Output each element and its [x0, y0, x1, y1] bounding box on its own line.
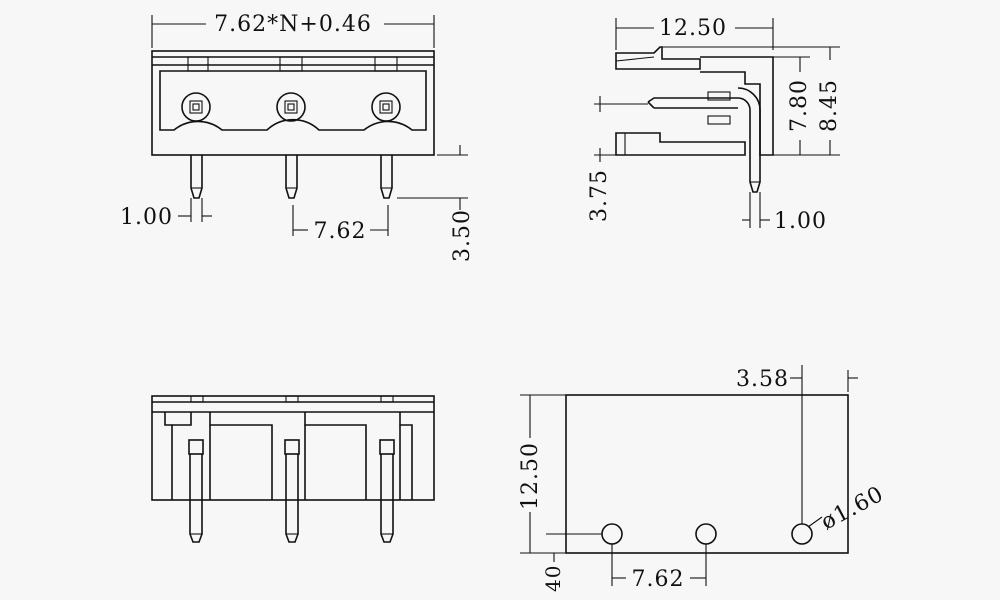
front-latch-3 [374, 56, 398, 72]
front-pin-width-label: 1.00 [120, 205, 173, 230]
front-latch-1 [187, 56, 209, 72]
side-pin-offset-label: 3.75 [587, 169, 612, 222]
side-top-latch [615, 46, 701, 70]
pcb-depth-label: 12.50 [518, 442, 543, 510]
front-latch-2 [279, 56, 303, 72]
top-cell-wall-3 [399, 412, 413, 500]
top-pin-2 [284, 439, 300, 543]
pcb-footprint-view: 3.58 12.50 ø1.60 7.62 40 [518, 365, 888, 592]
pcb-hole-diameter-label: ø1.60 [817, 482, 888, 536]
side-depth-label: 12.50 [659, 16, 727, 41]
front-screw-2 [276, 92, 306, 122]
pcb-hole-3 [791, 523, 813, 545]
side-base [615, 132, 746, 156]
top-cell-wall-2 [304, 412, 367, 500]
side-height-inner-label: 7.80 [787, 79, 812, 132]
pcb-hole-1 [601, 523, 623, 545]
front-pitch-label: 7.62 [314, 219, 367, 244]
top-cell-wall-1 [209, 412, 273, 500]
front-pin-length-label: 3.50 [450, 209, 475, 262]
side-pin-width-label: 1.00 [774, 209, 827, 234]
front-pin-2 [285, 155, 298, 199]
side-view: 12.50 7.80 8.45 3.75 1.00 [587, 16, 842, 234]
side-clamp-bottom [707, 115, 731, 125]
pcb-bottom-offset-label: 40 [541, 565, 565, 592]
front-view: 7.62*N+0.46 1.00 7.62 3.50 [120, 12, 475, 262]
front-screw-3 [371, 92, 401, 122]
pcb-hole-2 [695, 523, 717, 545]
front-width-label: 7.62*N+0.46 [214, 12, 372, 37]
front-pin-3 [380, 155, 393, 199]
side-bent-pin [647, 87, 761, 193]
front-screw-1 [181, 92, 211, 122]
pcb-edge-offset-label: 3.58 [736, 367, 789, 392]
pcb-outline [565, 394, 849, 554]
side-clamp-top [707, 91, 731, 101]
top-pin-3 [379, 439, 395, 543]
side-height-outer-label: 8.45 [817, 79, 842, 132]
top-pin-1 [188, 439, 204, 543]
pcb-pitch-label: 7.62 [632, 567, 685, 592]
front-pin-1 [190, 155, 203, 199]
top-cell-left-edge [164, 412, 173, 500]
side-rear-body [700, 56, 774, 156]
top-view [151, 395, 435, 543]
front-body-outline [151, 50, 435, 156]
